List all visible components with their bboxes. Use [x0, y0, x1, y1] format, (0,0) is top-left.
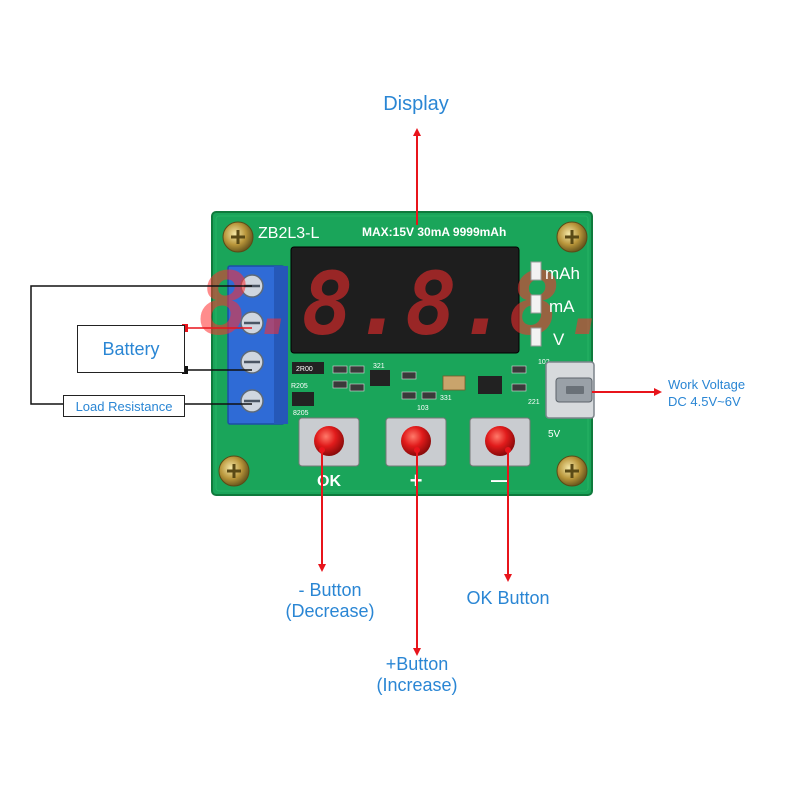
tactile-button-icon[interactable]	[298, 417, 360, 467]
minus-button-line2: (Decrease)	[285, 601, 375, 621]
arrow-icon	[413, 447, 421, 656]
board-specs: MAX:15V 30mA 9999mAh	[362, 225, 506, 239]
board-model: ZB2L3-L	[258, 225, 319, 242]
silk-minus: —	[491, 470, 509, 490]
work-voltage-line1: Work Voltage	[668, 377, 746, 392]
plus-button-line1: +Button	[385, 654, 449, 674]
load-resistance-box: Load Resistance	[63, 395, 185, 417]
silk-8205: 8205	[293, 410, 309, 417]
mounting-screw-icon	[218, 455, 250, 487]
load-wire	[30, 285, 252, 405]
arrow-icon	[318, 447, 326, 572]
unit-indicators: mAh mA V	[530, 261, 580, 349]
led-v	[530, 327, 542, 347]
mounting-screw-icon	[556, 221, 588, 253]
silk-ok: OK	[317, 473, 341, 490]
silk-102: 102	[538, 359, 550, 366]
terminal-screw	[240, 350, 264, 374]
tactile-button-icon[interactable]	[385, 417, 447, 467]
tactile-button-icon[interactable]	[469, 417, 531, 467]
battery-positive-terminal	[182, 324, 188, 332]
unit-ma-label: mA	[549, 297, 575, 316]
unit-mah-label: mAh	[545, 264, 580, 283]
seven-segment-display: 8.8.8.8.	[198, 246, 612, 355]
terminal-block	[227, 265, 288, 425]
silk-r205: R205	[291, 383, 308, 390]
wiring	[30, 285, 252, 405]
battery-negative-terminal	[182, 366, 188, 374]
work-voltage-label: Work Voltage DC 4.5V~6V	[668, 376, 745, 410]
silk-5v: 5V	[548, 429, 561, 440]
silk-331: 331	[440, 395, 452, 402]
minus-button-label: - Button (Decrease)	[262, 580, 398, 622]
unit-v-label: V	[553, 330, 565, 349]
display-label: Display	[383, 93, 449, 115]
silk-221: 221	[528, 399, 540, 406]
silk-103: 103	[417, 405, 429, 412]
mounting-screw-icon	[556, 455, 588, 487]
ok-button-label: OK Button	[466, 588, 550, 608]
silk-321: 321	[373, 363, 385, 370]
load-resistance-label: Load Resistance	[75, 398, 173, 414]
plus-button-label: +Button (Increase)	[352, 654, 482, 696]
plus-button-line2: (Increase)	[376, 675, 458, 695]
battery-box: Battery	[77, 325, 185, 373]
led-mah	[530, 261, 542, 281]
led-ma	[530, 294, 542, 314]
micro-usb-port-icon	[545, 361, 595, 419]
mounting-screw-icon	[222, 221, 254, 253]
smd-components: 2R00 321 102 331 103 221 R205 8205	[291, 359, 550, 417]
battery-label: Battery	[102, 338, 160, 359]
terminal-screw	[240, 389, 264, 413]
silk-2r00: 2R00	[296, 366, 313, 373]
arrow-icon	[504, 447, 512, 582]
work-voltage-line2: DC 4.5V~6V	[668, 394, 741, 409]
display-digits: 8.8.8.8.	[198, 255, 612, 355]
minus-button-line1: - Button	[298, 580, 362, 600]
